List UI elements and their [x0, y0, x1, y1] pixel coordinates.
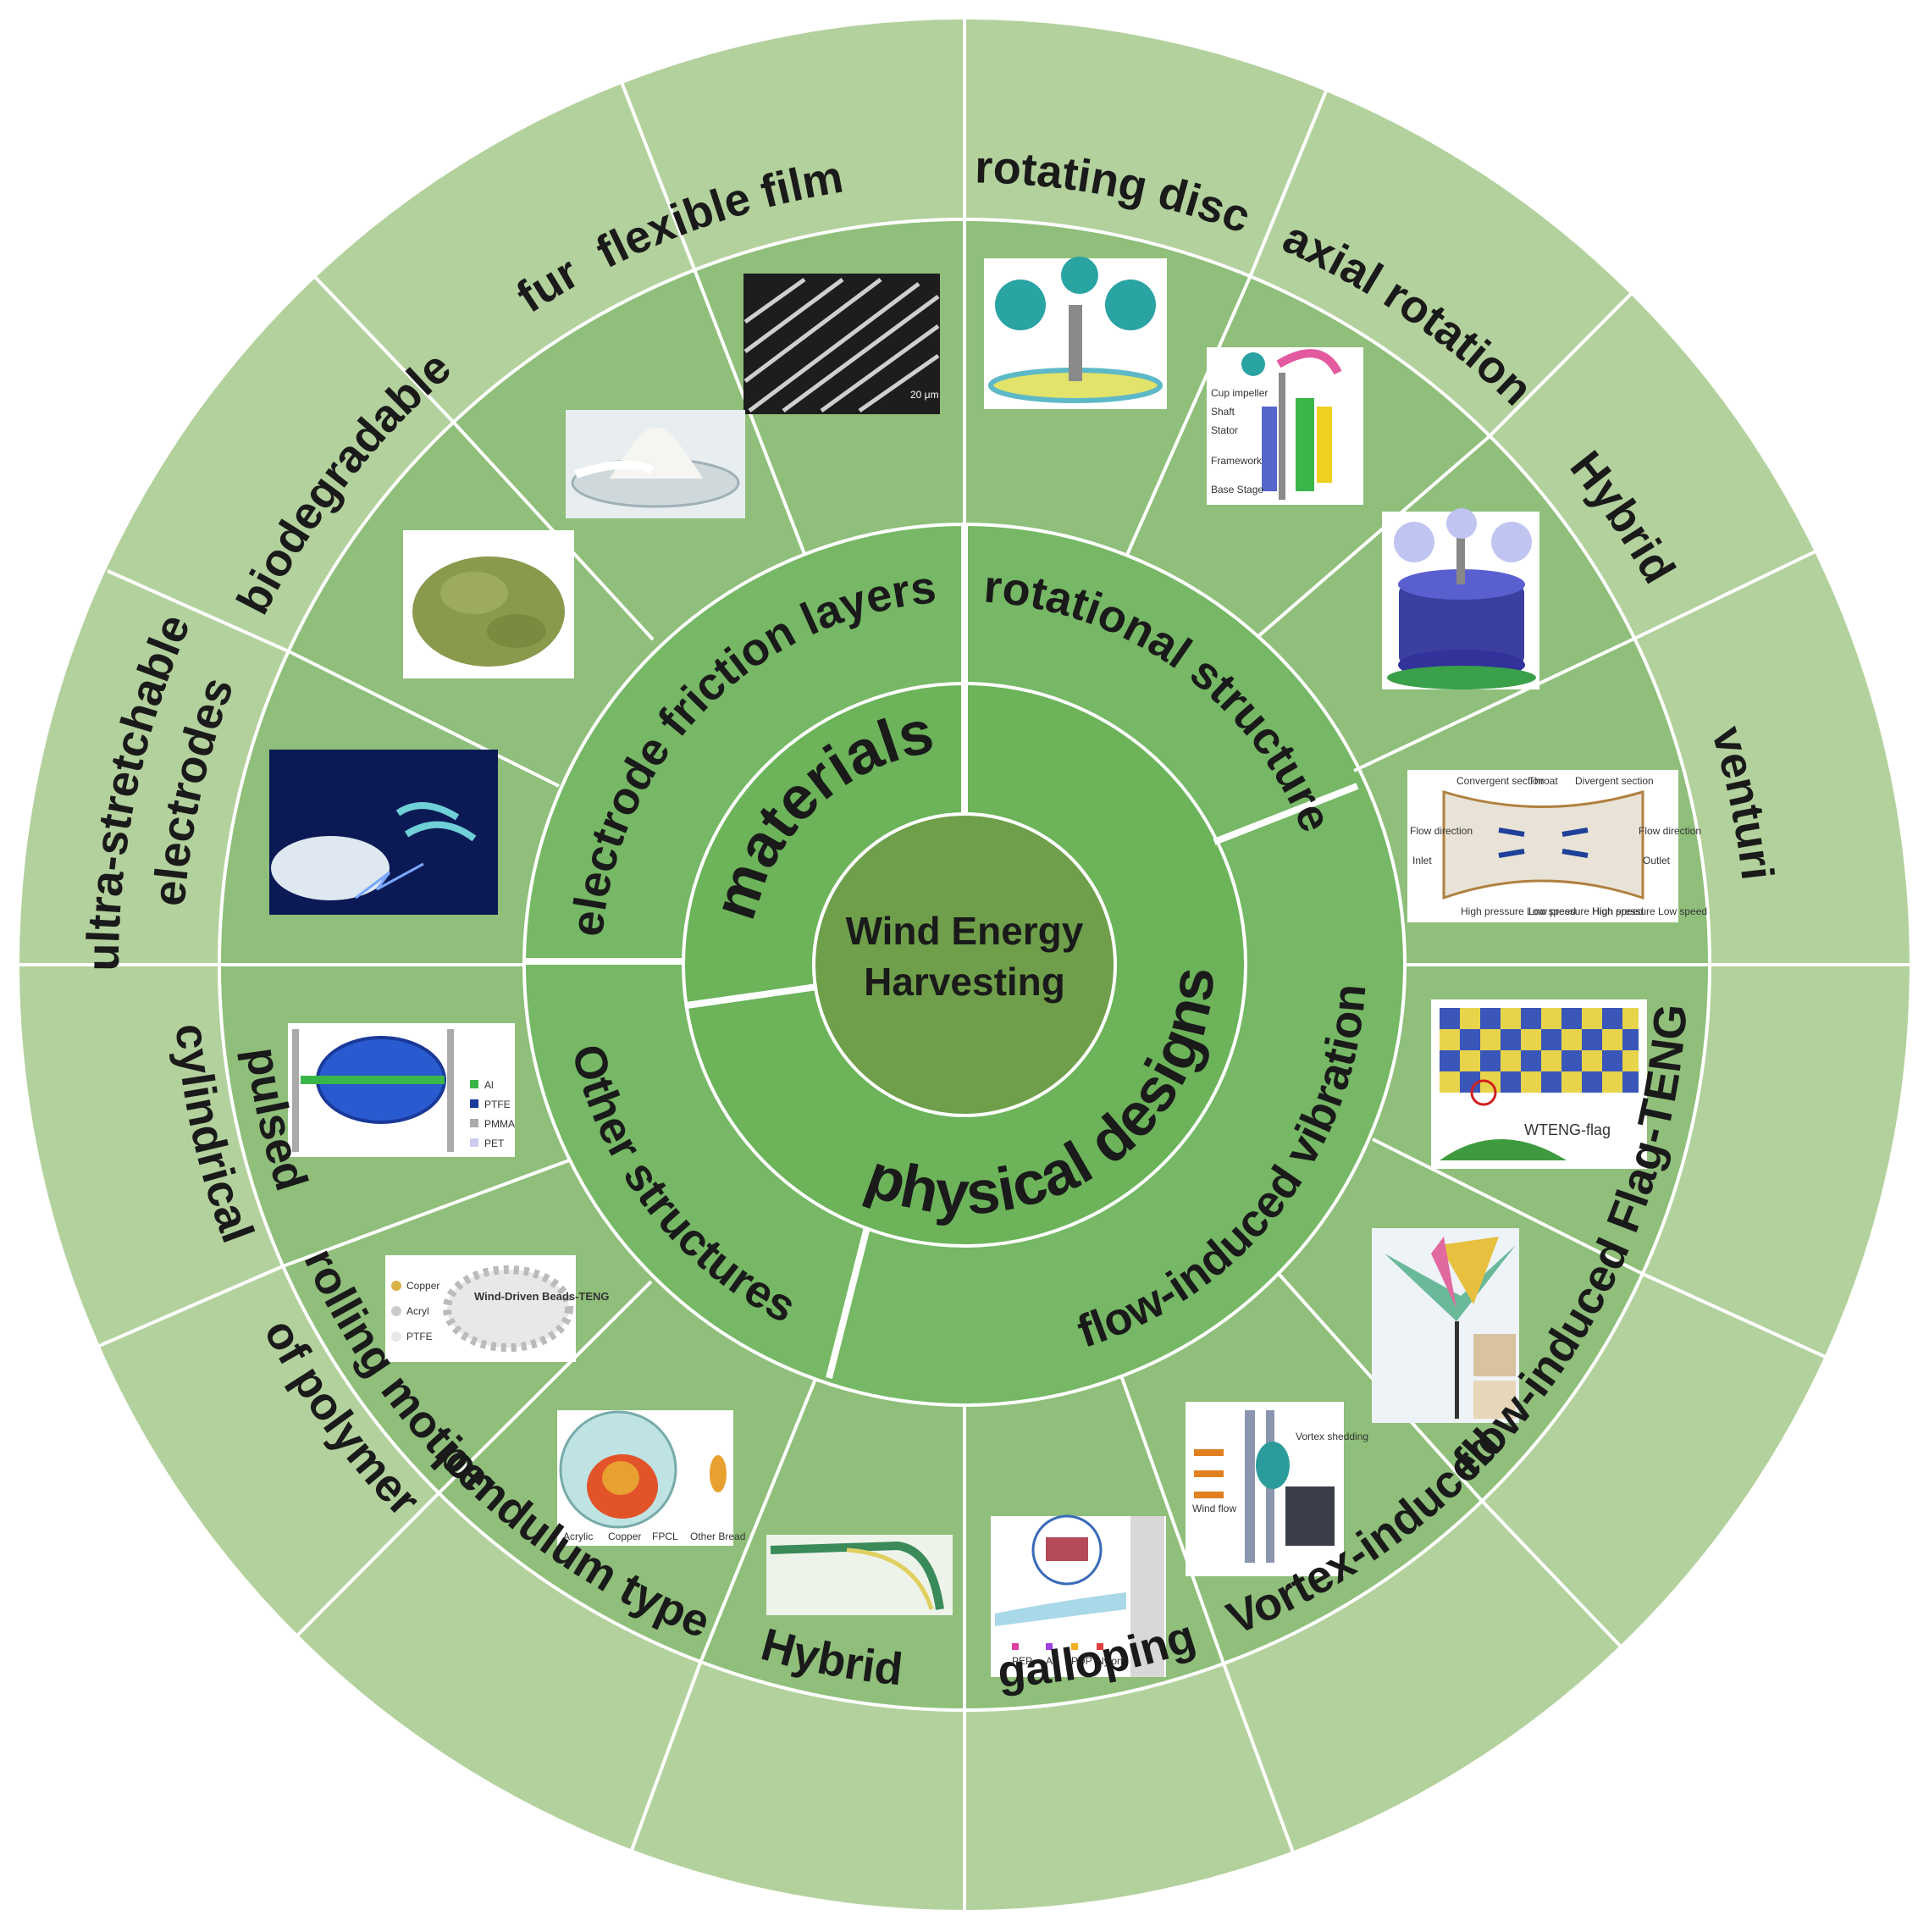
- vortex-shedding-text: Vortex shedding: [1296, 1431, 1368, 1442]
- svg-text:PTFE: PTFE: [484, 1099, 511, 1110]
- svg-text:Cup impeller: Cup impeller: [1211, 387, 1268, 399]
- thumbnail-fur: [566, 410, 745, 518]
- wind-flow-text: Wind flow: [1192, 1503, 1236, 1514]
- thumbnail-rolling: Wind-Driven Beads-TENG Copper Acryl PTFE: [385, 1255, 610, 1362]
- svg-text:PEP: PEP: [1012, 1655, 1032, 1667]
- galloping-legend: PEP Al PDP Nylon: [1012, 1643, 1123, 1667]
- svg-text:Other Bread: Other Bread: [690, 1531, 745, 1542]
- cyl-legend: Al PTFE PMMA PET: [470, 1079, 515, 1149]
- venturi-pressure-1: High pressure Low speed: [1461, 905, 1576, 917]
- checker-flag: [1440, 1008, 1639, 1093]
- center-title-line2: Harvesting: [864, 960, 1065, 1004]
- svg-text:Al: Al: [1046, 1655, 1055, 1667]
- venturi-section-3: Divergent section: [1575, 775, 1654, 787]
- svg-text:Acrylic: Acrylic: [563, 1531, 593, 1542]
- thumbnail-venturi: Convergent section Throat Divergent sect…: [1407, 770, 1707, 922]
- svg-text:PET: PET: [484, 1138, 505, 1149]
- venturi-section-1: Convergent section: [1456, 775, 1544, 787]
- band-dividers: [524, 524, 1359, 1379]
- venturi-flow-3: Flow direction: [1639, 825, 1701, 837]
- flag-caption: WTENG-flag: [1524, 1121, 1611, 1138]
- thumbnail-galloping: PEP Al PDP Nylon: [991, 1514, 1166, 1677]
- venturi-section-2: Throat: [1528, 775, 1558, 787]
- thumbnail-rotating-disc: [984, 257, 1167, 409]
- thumbnail-flexible-film: 20 μm: [743, 274, 940, 414]
- axial-labels: Cup impeller Shaft Stator Framework Base…: [1211, 387, 1268, 495]
- thumbnail-vortex-induced: Vortex shedding Wind flow: [1186, 1402, 1368, 1576]
- svg-text:Copper: Copper: [406, 1280, 439, 1292]
- thumbnail-pendulum: Acrylic Copper FPCL Other Bread: [557, 1410, 745, 1546]
- thumbnail-hybrid-other: [766, 1535, 953, 1615]
- thumbnail-axial-rotation: Cup impeller Shaft Stator Framework Base…: [1207, 347, 1363, 505]
- beads-legend: Copper Acryl PTFE: [391, 1280, 439, 1342]
- svg-text:Shaft: Shaft: [1211, 406, 1235, 418]
- thumbnail-flow-induced: [1372, 1228, 1519, 1423]
- venturi-pressure-2: Low pressure High speed: [1528, 905, 1644, 917]
- thumbnail-ultra-stretchable: [269, 750, 498, 915]
- inner-dividers: [686, 684, 968, 1009]
- svg-text:PTFE: PTFE: [406, 1331, 433, 1342]
- svg-text:Acryl: Acryl: [406, 1305, 429, 1317]
- venturi-pressure-3: High pressure Low speed: [1592, 905, 1707, 917]
- svg-text:Nylon: Nylon: [1097, 1655, 1123, 1667]
- svg-text:Base Stage: Base Stage: [1211, 484, 1263, 495]
- svg-text:FPCL: FPCL: [652, 1531, 678, 1542]
- outer-dividers: [18, 18, 1911, 1912]
- thumbnail-flag-teng: WTENG-flag: [1431, 999, 1647, 1169]
- svg-text:Framework: Framework: [1211, 455, 1263, 467]
- svg-text:PDP: PDP: [1071, 1655, 1092, 1667]
- svg-text:Copper: Copper: [608, 1531, 641, 1542]
- venturi-flow-4: Outlet: [1643, 855, 1671, 866]
- thumbnail-biodegradable: [403, 530, 574, 678]
- svg-text:PMMA: PMMA: [484, 1118, 515, 1130]
- venturi-flow-2: Inlet: [1412, 855, 1432, 866]
- pendulum-legend: Acrylic Copper FPCL Other Bread: [563, 1531, 745, 1542]
- thumbnail-hybrid-rotation: [1382, 508, 1539, 689]
- center-title-line1: Wind Energy: [846, 909, 1084, 953]
- thumbnail-pulsed: Al PTFE PMMA PET: [288, 1023, 515, 1157]
- svg-text:Stator: Stator: [1211, 424, 1238, 436]
- beads-title: Wind-Driven Beads-TENG: [474, 1290, 610, 1303]
- scale-bar-text: 20 μm: [910, 389, 939, 401]
- svg-text:Al: Al: [484, 1079, 494, 1091]
- venturi-flow-1: Flow direction: [1410, 825, 1473, 837]
